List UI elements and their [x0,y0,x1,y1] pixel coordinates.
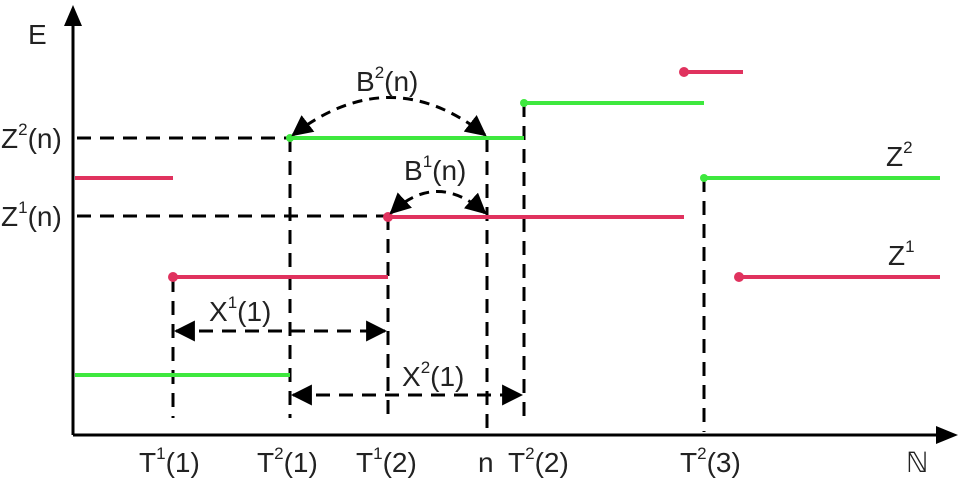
x-tick-t1-1: T1(1) [139,444,200,478]
axes [64,5,958,444]
x-tick-t2-3: T2(3) [680,444,741,478]
z2-point [520,99,528,107]
y-axis-arrowhead [64,5,82,26]
y-tick-z1n: Z1(n) [1,198,62,232]
b2-arrow [291,96,487,137]
b1-label: B1(n) [404,152,466,186]
b2-label: B2(n) [356,63,418,97]
z1-point [679,67,689,77]
x-axis-label: ℕ [906,447,928,478]
y-tick-z2n: Z2(n) [1,120,62,154]
z2-point [286,134,294,142]
x-tick-t2-1: T2(1) [257,444,318,478]
b-arrows [291,96,487,215]
series-z1 [75,67,940,282]
z2-point [700,174,708,182]
x-tick-n: n [478,447,494,478]
guide-lines [77,103,706,432]
z1-point [383,212,393,222]
series-label-z1: Z1 [888,237,915,271]
b1-arrow [389,190,487,215]
x1-label: X1(1) [209,293,271,327]
series-z2 [75,99,940,377]
x-axis-arrowhead [936,426,958,444]
y-axis-label: E [28,19,47,50]
z1-point [168,272,178,282]
x-arrows [173,320,524,406]
x-tick-t1-2: T1(2) [356,444,417,478]
x2-label: X2(1) [402,358,464,392]
z1-point [734,272,744,282]
series-label-z2: Z2 [886,138,913,172]
x-tick-t2-2: T2(2) [508,444,569,478]
